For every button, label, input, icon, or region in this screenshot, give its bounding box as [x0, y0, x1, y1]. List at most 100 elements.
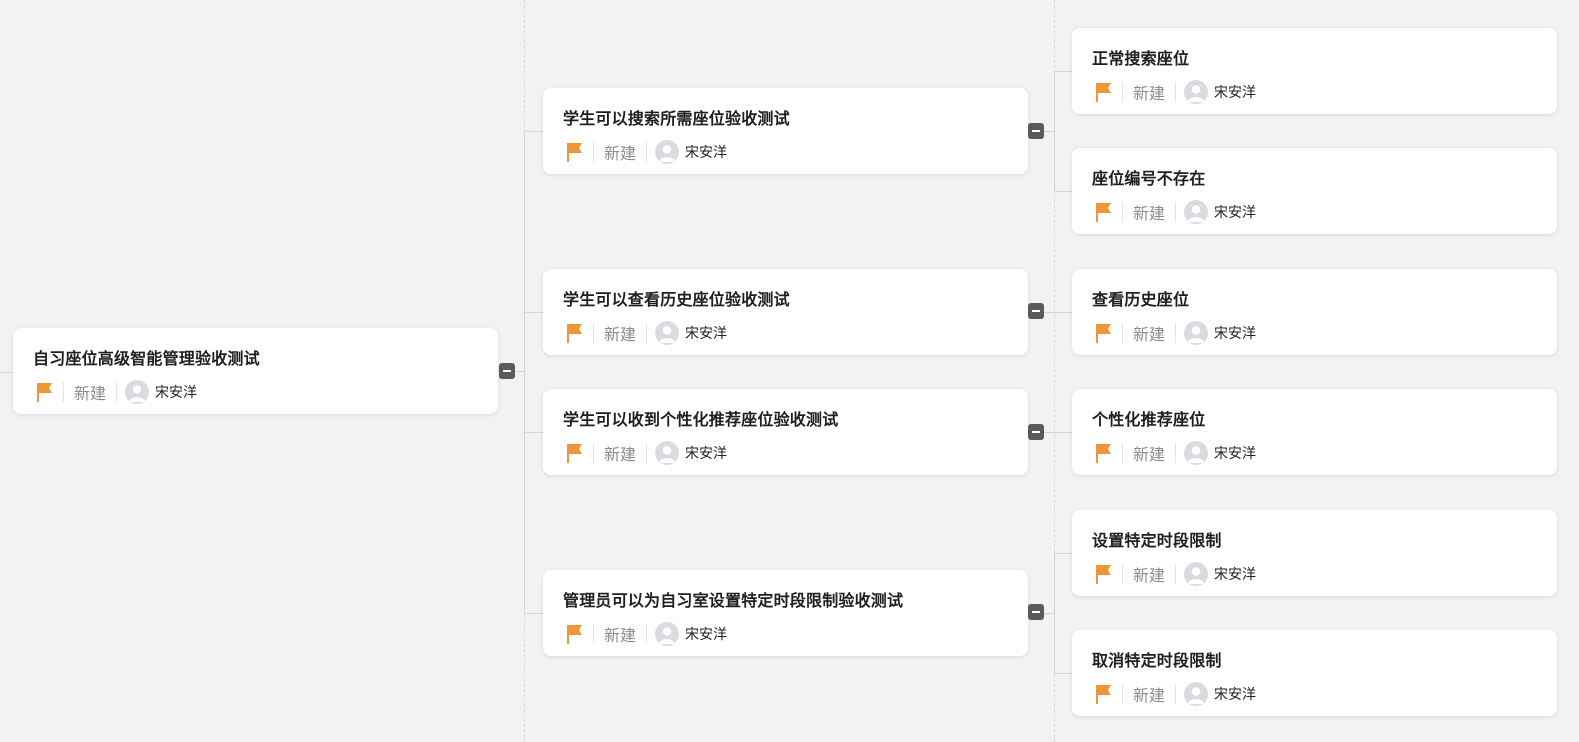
flag-icon[interactable]: [33, 379, 55, 405]
node-meta: 新建 宋安洋: [563, 620, 727, 648]
level2-node-card[interactable]: 取消特定时段限制 新建 宋安洋: [1072, 630, 1557, 716]
column-guide-2: [1054, 0, 1055, 742]
meta-divider: [1175, 684, 1177, 704]
node-status[interactable]: 新建: [1133, 445, 1166, 464]
level1-node-card[interactable]: 学生可以查看历史座位验收测试 新建 宋安洋: [543, 269, 1028, 355]
node-meta: 新建 宋安洋: [1092, 319, 1256, 347]
connector-l1-0-out: [1044, 131, 1054, 132]
user-avatar-icon: [125, 380, 150, 404]
node-meta: 新建 宋安洋: [563, 439, 727, 467]
meta-divider: [1122, 564, 1123, 584]
meta-divider: [1122, 684, 1123, 704]
level2-node-card[interactable]: 设置特定时段限制 新建 宋安洋: [1072, 510, 1557, 596]
node-title: 自习座位高级智能管理验收测试: [33, 349, 260, 368]
flag-icon[interactable]: [563, 139, 585, 165]
meta-divider: [1175, 323, 1177, 343]
node-title: 取消特定时段限制: [1092, 651, 1222, 670]
node-status[interactable]: 新建: [604, 325, 637, 344]
flag-icon[interactable]: [563, 440, 585, 466]
connector-to-l1-3: [524, 613, 543, 614]
connector-to-l2-2: [1044, 312, 1072, 313]
node-title: 正常搜索座位: [1092, 49, 1190, 68]
meta-divider: [593, 323, 594, 343]
node-assignee[interactable]: 宋安洋: [1214, 567, 1257, 583]
level2-node-card[interactable]: 个性化推荐座位 新建 宋安洋: [1072, 389, 1557, 475]
collapse-button-level1[interactable]: [1028, 604, 1044, 620]
collapse-button-level1[interactable]: [1028, 303, 1044, 319]
connector-to-l2-5: [1054, 673, 1072, 674]
connector-to-l1-0: [524, 131, 543, 132]
connector-to-l2-1: [1054, 191, 1072, 192]
node-assignee[interactable]: 宋安洋: [685, 145, 728, 161]
root-node-card[interactable]: 自习座位高级智能管理验收测试 新建 宋安洋: [13, 328, 498, 414]
collapse-minus-icon: [1032, 431, 1040, 433]
meta-divider: [1175, 443, 1177, 463]
node-title: 座位编号不存在: [1092, 169, 1206, 188]
node-status[interactable]: 新建: [604, 144, 637, 163]
connector-left-stub: [0, 372, 13, 373]
node-title: 学生可以收到个性化推荐座位验收测试: [563, 410, 839, 429]
collapse-button-level1[interactable]: [1028, 424, 1044, 440]
meta-divider: [116, 382, 118, 402]
node-title: 设置特定时段限制: [1092, 531, 1222, 550]
connector-l1-3-out: [1044, 613, 1054, 614]
connector-root-trunk: [524, 131, 525, 613]
node-assignee[interactable]: 宋安洋: [1214, 446, 1257, 462]
collapse-minus-icon: [1032, 130, 1040, 132]
user-avatar-icon: [655, 321, 680, 345]
user-avatar-icon: [1184, 441, 1209, 465]
node-meta: 新建 宋安洋: [1092, 680, 1256, 708]
node-meta: 新建 宋安洋: [33, 378, 197, 406]
connector-to-l1-2: [524, 432, 543, 433]
node-status[interactable]: 新建: [604, 445, 637, 464]
meta-divider: [593, 142, 594, 162]
user-avatar-icon: [1184, 321, 1209, 345]
level2-node-card[interactable]: 查看历史座位 新建 宋安洋: [1072, 269, 1557, 355]
collapse-button-level1[interactable]: [1028, 123, 1044, 139]
level1-node-card[interactable]: 管理员可以为自习室设置特定时段限制验收测试 新建 宋安洋: [543, 570, 1028, 656]
flag-icon[interactable]: [1092, 440, 1114, 466]
node-assignee[interactable]: 宋安洋: [1214, 205, 1257, 221]
flag-icon[interactable]: [1092, 561, 1114, 587]
node-status[interactable]: 新建: [1133, 566, 1166, 585]
meta-divider: [646, 443, 648, 463]
level1-node-card[interactable]: 学生可以收到个性化推荐座位验收测试 新建 宋安洋: [543, 389, 1028, 475]
connector-l1-3-trunk: [1054, 553, 1055, 674]
node-assignee[interactable]: 宋安洋: [155, 385, 198, 401]
node-title: 个性化推荐座位: [1092, 410, 1206, 429]
meta-divider: [1122, 202, 1123, 222]
meta-divider: [1122, 82, 1123, 102]
collapse-minus-icon: [1032, 310, 1040, 312]
flag-icon[interactable]: [563, 621, 585, 647]
level1-node-card[interactable]: 学生可以搜索所需座位验收测试 新建 宋安洋: [543, 88, 1028, 174]
flag-icon[interactable]: [563, 320, 585, 346]
node-assignee[interactable]: 宋安洋: [1214, 326, 1257, 342]
node-meta: 新建 宋安洋: [563, 319, 727, 347]
node-status[interactable]: 新建: [1133, 686, 1166, 705]
node-status[interactable]: 新建: [1133, 204, 1166, 223]
connector-to-l1-1: [524, 312, 543, 313]
flag-icon[interactable]: [1092, 681, 1114, 707]
node-assignee[interactable]: 宋安洋: [685, 446, 728, 462]
node-status[interactable]: 新建: [1133, 84, 1166, 103]
collapse-minus-icon: [503, 370, 511, 372]
flag-icon[interactable]: [1092, 199, 1114, 225]
node-assignee[interactable]: 宋安洋: [685, 326, 728, 342]
node-meta: 新建 宋安洋: [1092, 198, 1256, 226]
node-assignee[interactable]: 宋安洋: [685, 627, 728, 643]
node-status[interactable]: 新建: [74, 384, 107, 403]
node-title: 学生可以查看历史座位验收测试: [563, 290, 790, 309]
node-status[interactable]: 新建: [1133, 325, 1166, 344]
collapse-button-root[interactable]: [499, 363, 515, 379]
level2-node-card[interactable]: 正常搜索座位 新建 宋安洋: [1072, 28, 1557, 114]
level2-node-card[interactable]: 座位编号不存在 新建 宋安洋: [1072, 148, 1557, 234]
node-assignee[interactable]: 宋安洋: [1214, 85, 1257, 101]
node-meta: 新建 宋安洋: [1092, 439, 1256, 467]
connector-to-l2-0: [1054, 71, 1072, 72]
flag-icon[interactable]: [1092, 320, 1114, 346]
meta-divider: [1175, 564, 1177, 584]
flag-icon[interactable]: [1092, 79, 1114, 105]
node-status[interactable]: 新建: [604, 626, 637, 645]
node-assignee[interactable]: 宋安洋: [1214, 687, 1257, 703]
